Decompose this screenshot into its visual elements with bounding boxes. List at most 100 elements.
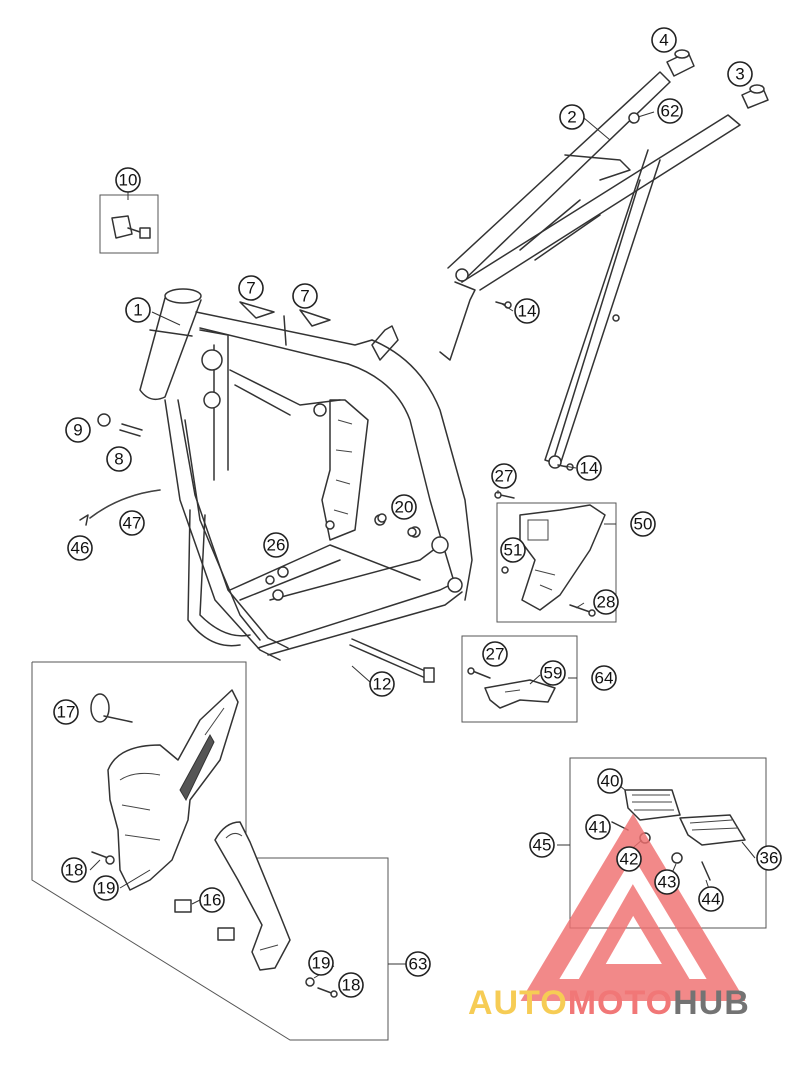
- bolt-part-8: [119, 423, 143, 437]
- callout-19-upper: 19: [93, 875, 119, 901]
- svg-text:7: 7: [300, 287, 309, 306]
- callout-19-lower: 19: [308, 950, 334, 976]
- callout-28: 28: [593, 589, 619, 615]
- svg-text:47: 47: [123, 514, 142, 533]
- svg-text:51: 51: [504, 541, 523, 560]
- callout-36: 36: [756, 845, 782, 871]
- main-frame: [139, 288, 473, 661]
- callout-44: 44: [698, 886, 724, 912]
- callout-51: 51: [500, 537, 526, 563]
- split-pin-part-44: [701, 861, 711, 881]
- svg-text:63: 63: [409, 955, 428, 974]
- svg-text:19: 19: [312, 954, 331, 973]
- frame-guard-part-inner: [214, 821, 291, 971]
- nut-part-26: [277, 566, 289, 578]
- svg-text:14: 14: [580, 459, 599, 478]
- group-box-45: [569, 757, 767, 929]
- arrow-part-7-left: [239, 301, 275, 319]
- svg-text:27: 27: [486, 645, 505, 664]
- callout-2: 2: [559, 104, 585, 130]
- callout-1: 1: [125, 297, 151, 323]
- callout-27-lower: 27: [482, 641, 508, 667]
- frame-guard-part-63: [107, 689, 239, 891]
- watermark-triangle: [520, 813, 746, 1001]
- bracket-part-59: [484, 679, 556, 709]
- callout-8: 8: [106, 446, 132, 472]
- bolt-part-12: [349, 638, 435, 683]
- svg-text:28: 28: [597, 593, 616, 612]
- svg-text:3: 3: [735, 65, 744, 84]
- callout-4: 4: [651, 27, 677, 53]
- svg-text:40: 40: [601, 772, 620, 791]
- callout-59: 59: [540, 660, 566, 686]
- callout-10: 10: [115, 167, 141, 193]
- callout-17: 17: [53, 699, 79, 725]
- screw-part-27-lower: [467, 667, 491, 679]
- svg-text:45: 45: [533, 836, 552, 855]
- callout-50: 50: [630, 511, 656, 537]
- callout-3: 3: [727, 61, 753, 87]
- svg-text:17: 17: [57, 703, 76, 722]
- nut-part-20: [377, 513, 417, 537]
- svg-text:1: 1: [133, 301, 142, 320]
- callout-41: 41: [585, 814, 611, 840]
- watermark-hub: HUB: [673, 984, 750, 1022]
- watermark-logo: AUTOMOTOHUB: [468, 813, 750, 1022]
- svg-text:43: 43: [658, 873, 677, 892]
- svg-text:4: 4: [659, 31, 668, 50]
- leader-lines: [89, 111, 756, 979]
- lock-part-10: [111, 215, 151, 239]
- washer-part-19-lower: [305, 977, 315, 987]
- nut-part-9: [97, 413, 111, 427]
- washer-part-43: [671, 852, 683, 864]
- svg-text:18: 18: [342, 976, 361, 995]
- callout-14-lower: 14: [576, 455, 602, 481]
- callout-40: 40: [597, 768, 623, 794]
- callout-46: 46: [67, 535, 93, 561]
- bolt-part-18-lower: [317, 987, 338, 998]
- arrow-part-7-right: [299, 309, 331, 327]
- callout-20: 20: [391, 494, 417, 520]
- bolt-part-18-upper: [91, 851, 115, 865]
- svg-text:64: 64: [595, 669, 614, 688]
- svg-text:36: 36: [760, 849, 779, 868]
- svg-text:50: 50: [634, 515, 653, 534]
- svg-text:26: 26: [267, 536, 286, 555]
- subframe: [439, 71, 741, 469]
- callout-26: 26: [263, 532, 289, 558]
- watermark-moto: MOTO: [568, 984, 673, 1022]
- svg-text:27: 27: [495, 467, 514, 486]
- group-box-50: [496, 502, 617, 623]
- svg-text:9: 9: [73, 421, 82, 440]
- svg-text:18: 18: [65, 861, 84, 880]
- svg-text:12: 12: [373, 675, 392, 694]
- callout-64: 64: [591, 665, 617, 691]
- callout-63: 63: [405, 951, 431, 977]
- group-box-10: [99, 194, 159, 254]
- callout-27-upper: 27: [491, 463, 517, 489]
- svg-text:2: 2: [567, 108, 576, 127]
- screw-part-28: [569, 604, 596, 617]
- svg-text:44: 44: [702, 890, 721, 909]
- svg-text:42: 42: [620, 850, 639, 869]
- side-stand-part-50: [501, 504, 606, 611]
- clip-part-46: [79, 514, 89, 526]
- svg-text:20: 20: [395, 498, 414, 517]
- callout-14-upper: 14: [514, 298, 540, 324]
- svg-text:AUTOMOTOHUB: AUTOMOTOHUB: [468, 984, 750, 1022]
- bushing-part-4: [666, 49, 695, 77]
- svg-text:7: 7: [246, 279, 255, 298]
- footpeg-part-40: [624, 789, 681, 821]
- svg-text:19: 19: [97, 879, 116, 898]
- footpeg-part-36: [679, 814, 746, 846]
- watermark-auto: AUTO: [468, 984, 568, 1022]
- svg-text:14: 14: [518, 302, 537, 321]
- hose-part-47: [89, 489, 161, 519]
- group-box-63: [31, 661, 389, 1041]
- stud-part-7: [283, 315, 287, 346]
- nut-part-62: [628, 112, 640, 124]
- callout-7-right: 7: [292, 283, 318, 309]
- callout-18-lower: 18: [338, 972, 364, 998]
- svg-text:41: 41: [589, 818, 608, 837]
